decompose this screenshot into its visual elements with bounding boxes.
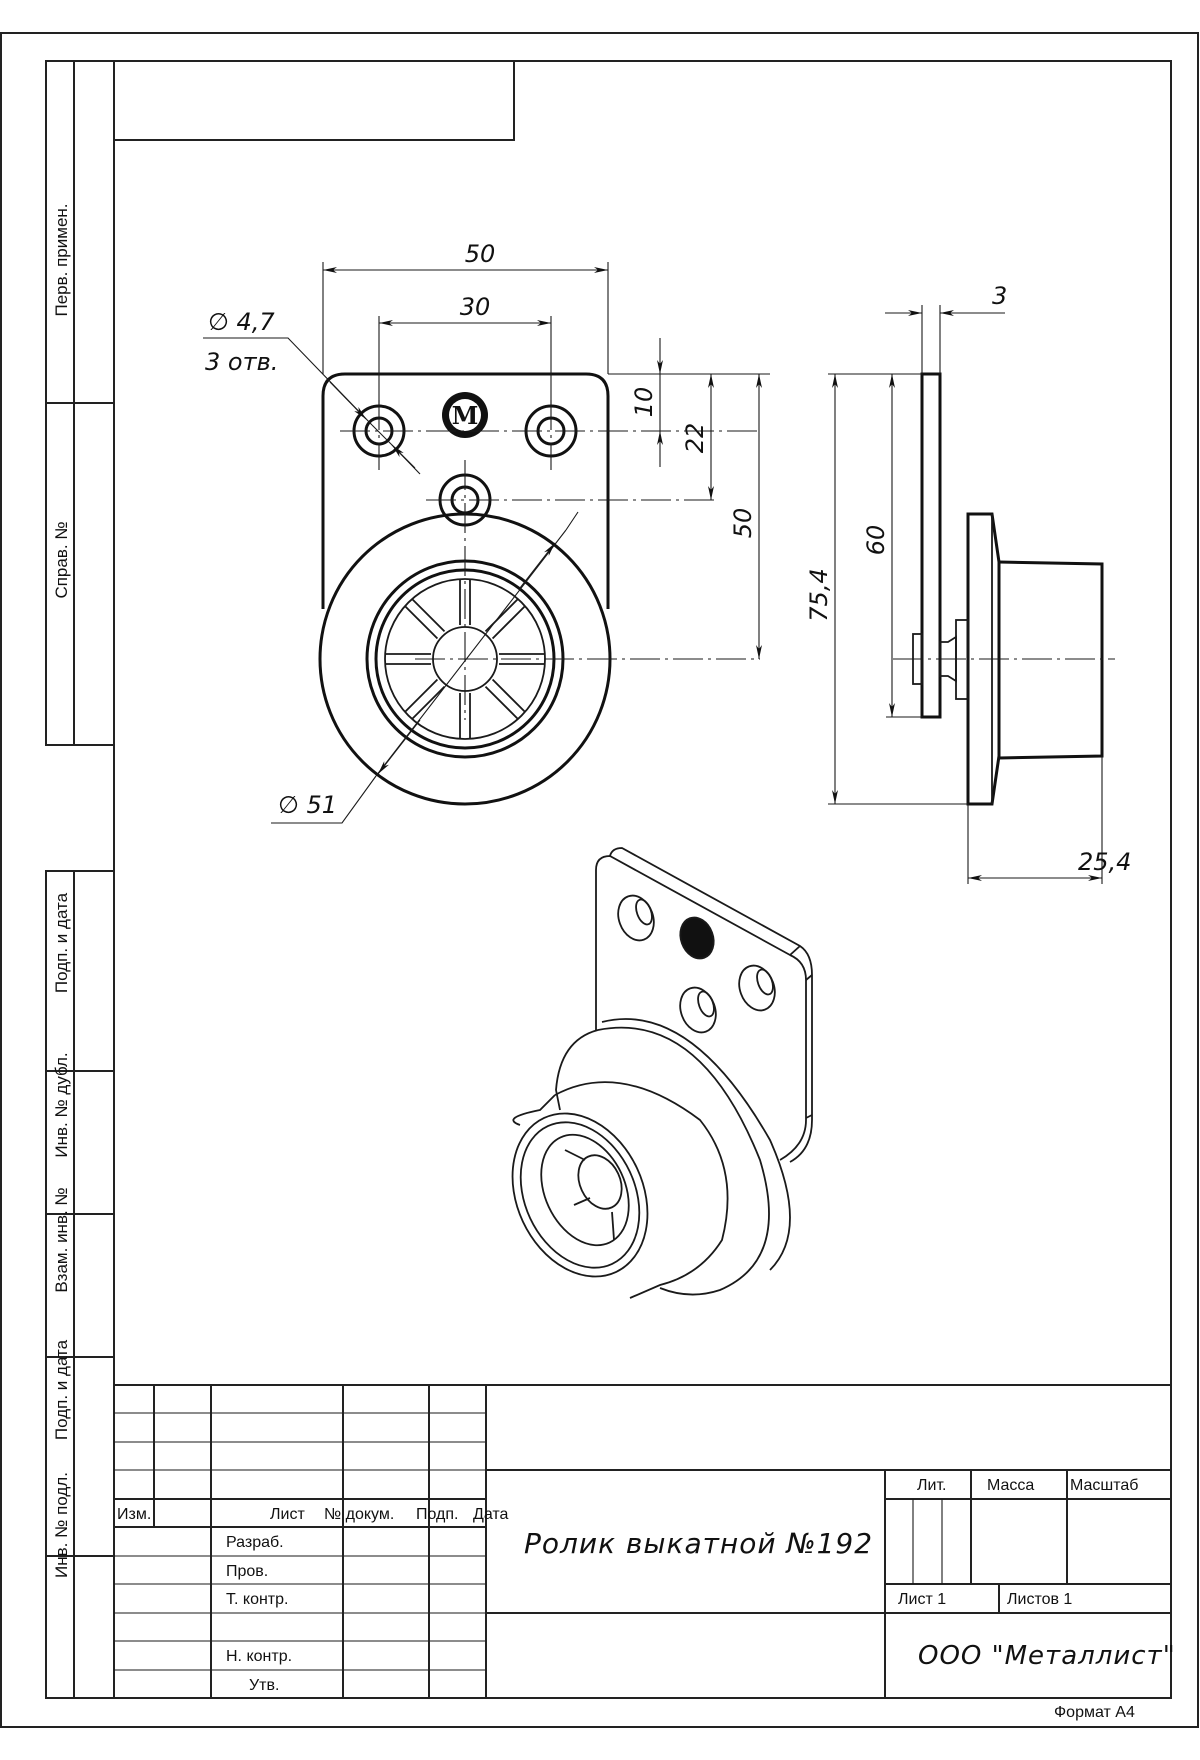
wheel-spoke bbox=[411, 685, 446, 720]
side-strip-lower: Подп. и дата Инв. № дубл. Взам. инв. № П… bbox=[45, 870, 115, 1699]
dim-wheel-diameter: ∅ 51 bbox=[278, 791, 337, 819]
side-label-podp-data-1: Подп. и дата bbox=[52, 892, 71, 993]
side-hub bbox=[998, 560, 1104, 760]
dim-hole-diameter: ∅ 4,7 bbox=[208, 308, 275, 336]
side-label-inv-podl: Инв. № подл. bbox=[52, 1472, 71, 1578]
dim-width-50: 50 bbox=[465, 240, 496, 268]
col-data: Дата bbox=[473, 1506, 509, 1523]
wheel-spoke bbox=[404, 605, 439, 640]
dim-height-60: 60 bbox=[862, 525, 890, 556]
mounting-plate bbox=[321, 372, 610, 609]
dim-50-vertical: 50 bbox=[729, 508, 757, 539]
col-izm: Изм. bbox=[117, 1506, 151, 1523]
wheel-spoke bbox=[411, 598, 446, 633]
col-ndoc: № докум. bbox=[324, 1506, 394, 1523]
page-border bbox=[0, 32, 1199, 1728]
logo-letter: M bbox=[452, 401, 479, 430]
dim-thickness-3: 3 bbox=[992, 282, 1007, 310]
side-view: 3 75,4 60 25,4 bbox=[805, 282, 1131, 884]
wheel-spoke bbox=[491, 605, 526, 640]
dim-depth-25-4: 25,4 bbox=[1078, 848, 1131, 876]
side-label-vzam-inv: Взам. инв. № bbox=[52, 1187, 71, 1292]
role-utv: Утв. bbox=[249, 1677, 279, 1694]
top-left-box bbox=[114, 61, 515, 141]
side-label-inv-dubl: Инв. № дубл. bbox=[52, 1052, 71, 1157]
sheets-total: Листов 1 bbox=[1007, 1591, 1072, 1608]
role-prov: Пров. bbox=[226, 1563, 268, 1580]
side-label-perv-primen: Перв. примен. bbox=[52, 203, 71, 316]
dim-spacing-30: 30 bbox=[460, 293, 491, 321]
wheel-spoke bbox=[484, 598, 519, 633]
part-name: Ролик выкатной №192 bbox=[524, 1527, 873, 1560]
iso-plate-top-edge bbox=[609, 847, 813, 1163]
iso-wheel-hub bbox=[577, 1154, 623, 1210]
lit-label: Лит. bbox=[917, 1477, 946, 1494]
iso-logo bbox=[679, 916, 715, 960]
title-block: Изм. Лист № докум. Подп. Дата Разраб. Пр… bbox=[114, 1384, 1176, 1698]
dim-hole-count: 3 отв. bbox=[205, 348, 278, 376]
side-strip-upper: Перв. примен. Справ. № bbox=[45, 60, 115, 746]
dim-10: 10 bbox=[630, 387, 658, 418]
side-label-sprav-no: Справ. № bbox=[52, 521, 71, 598]
role-razrab: Разраб. bbox=[226, 1534, 284, 1551]
wheel-spokes bbox=[385, 579, 545, 739]
sheet-number: Лист 1 bbox=[898, 1591, 946, 1608]
side-label-podp-data-2: Подп. и дата bbox=[52, 1339, 71, 1440]
iso-plate-face bbox=[595, 855, 807, 1161]
dim-22: 22 bbox=[681, 423, 709, 454]
scale-label: Масштаб bbox=[1070, 1477, 1138, 1494]
isometric-view bbox=[511, 847, 813, 1299]
role-n-kontr: Н. контр. bbox=[226, 1648, 292, 1665]
format-label: Формат А4 bbox=[1054, 1704, 1135, 1721]
col-podp: Подп. bbox=[416, 1506, 459, 1523]
mass-label: Масса bbox=[987, 1477, 1034, 1494]
organization: ООО "Металлист" bbox=[918, 1641, 1176, 1671]
wheel-spoke bbox=[484, 685, 519, 720]
drawing-frame bbox=[113, 60, 1172, 1699]
role-t-kontr: Т. контр. bbox=[226, 1591, 288, 1608]
side-plate bbox=[920, 372, 942, 719]
wheel-spoke bbox=[404, 678, 439, 713]
dim-height-75-4: 75,4 bbox=[805, 568, 833, 621]
front-view: M 50 30 ∅ 4,7 3 отв. 10 bbox=[203, 240, 770, 824]
col-list: Лист bbox=[270, 1506, 305, 1523]
wheel-spoke bbox=[491, 678, 526, 713]
